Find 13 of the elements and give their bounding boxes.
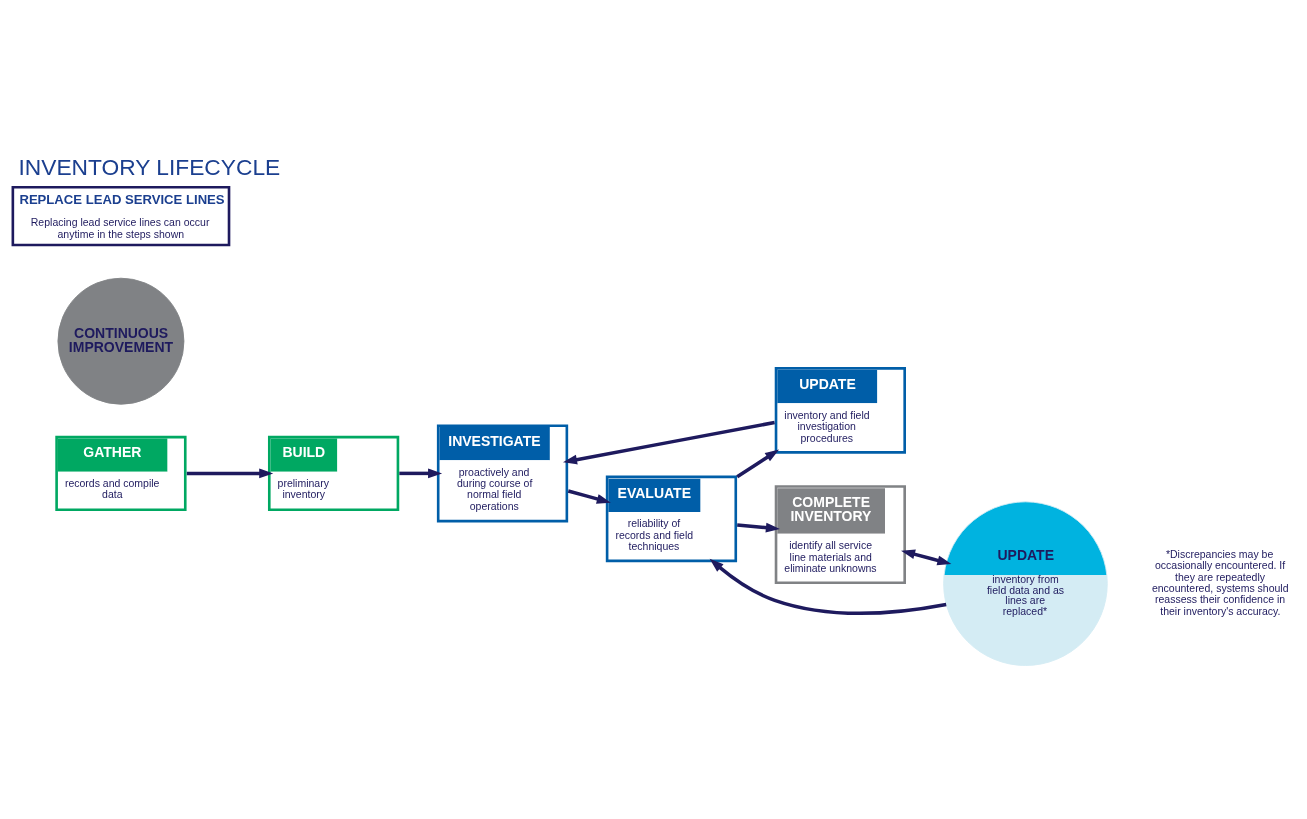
node-circle: CONTINUOUS IMPROVEMENT <box>57 277 185 405</box>
arrow <box>399 468 443 479</box>
arrow <box>567 489 611 504</box>
label: *Discrepancies may be occasionally encountered. If they are repeatedly encountered, systems should reassess their confidence in their inventory's accuracy. <box>1151 547 1289 617</box>
arrow <box>737 522 780 533</box>
arrow <box>901 549 952 566</box>
arrow <box>709 558 947 615</box>
arrow <box>563 420 775 465</box>
node-box: REPLACE LEAD SERVICE LINES Replacing lead service lines can occur anytime in the steps shown <box>11 185 231 247</box>
arrow <box>736 449 780 479</box>
arrow <box>186 468 274 479</box>
diagram-title: INVENTORY LIFECYCLE <box>18 154 281 181</box>
node-circle: UPDATE inventory from field data and as lines are replaced* <box>943 501 1108 666</box>
